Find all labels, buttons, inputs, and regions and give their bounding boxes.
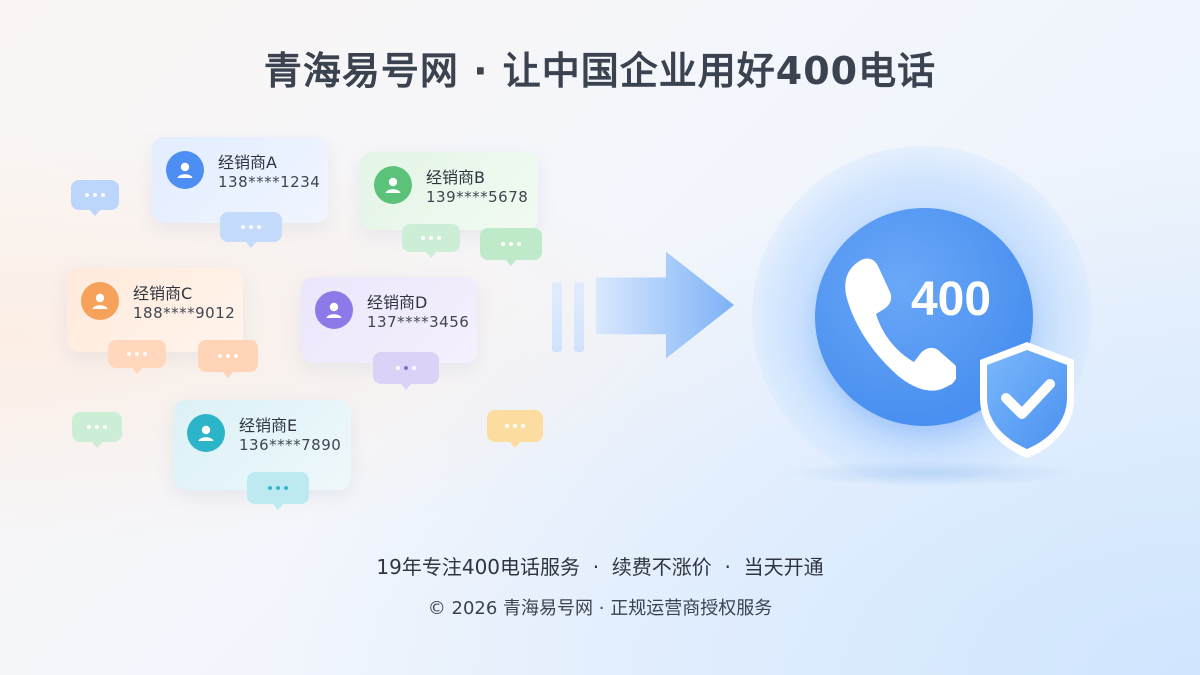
dealer-phone: 136****7890 xyxy=(239,436,342,454)
chat-bubble-icon xyxy=(373,352,439,390)
forward-arrow-icon xyxy=(552,251,734,359)
dealer-name: 经销商D xyxy=(367,293,428,312)
page-title: 青海易号网 · 让中国企业用好400电话 xyxy=(263,49,937,93)
chat-bubble-icon xyxy=(402,224,460,258)
dealer-name: 经销商B xyxy=(426,168,485,187)
chat-bubble-icon xyxy=(108,340,166,374)
dealer-card-a: 经销商A 138****1234 xyxy=(152,137,328,223)
chat-bubble-icon xyxy=(72,412,122,448)
user-avatar-icon xyxy=(374,166,412,204)
chat-bubble-icon xyxy=(220,212,282,248)
dealer-phone: 137****3456 xyxy=(367,313,470,331)
dealer-card-e: 经销商E 136****7890 xyxy=(173,400,351,490)
dealer-name: 经销商E xyxy=(239,416,298,435)
copyright-notice: © 2026 青海易号网 · 正规运营商授权服务 xyxy=(427,598,773,619)
dealer-card-d: 经销商D 137****3456 xyxy=(301,277,477,363)
dealer-name: 经销商C xyxy=(133,284,193,303)
user-avatar-icon xyxy=(187,414,225,452)
user-avatar-icon xyxy=(166,151,204,189)
chat-bubble-icon xyxy=(71,180,119,216)
dealer-card-c: 经销商C 188****9012 xyxy=(67,268,243,352)
dealer-phone: 138****1234 xyxy=(218,173,321,191)
chat-bubble-icon xyxy=(247,472,309,510)
user-avatar-icon xyxy=(81,282,119,320)
chat-bubble-icon xyxy=(480,228,542,266)
chat-bubble-icon xyxy=(487,410,543,448)
chat-bubble-icon xyxy=(198,340,258,378)
dealer-phone: 139****5678 xyxy=(426,188,529,206)
dealer-phone: 188****9012 xyxy=(133,304,236,322)
dealer-name: 经销商A xyxy=(218,153,277,172)
hub-shadow xyxy=(782,460,1078,486)
phone-handset-icon xyxy=(845,258,956,391)
hub-number: 400 xyxy=(910,273,992,326)
dealer-card-b: 经销商B 139****5678 xyxy=(360,152,538,230)
service-tagline: 19年专注400电话服务 · 续费不涨价 · 当天开通 xyxy=(376,555,824,579)
user-avatar-icon xyxy=(315,291,353,329)
shield-check-icon xyxy=(980,342,1074,458)
